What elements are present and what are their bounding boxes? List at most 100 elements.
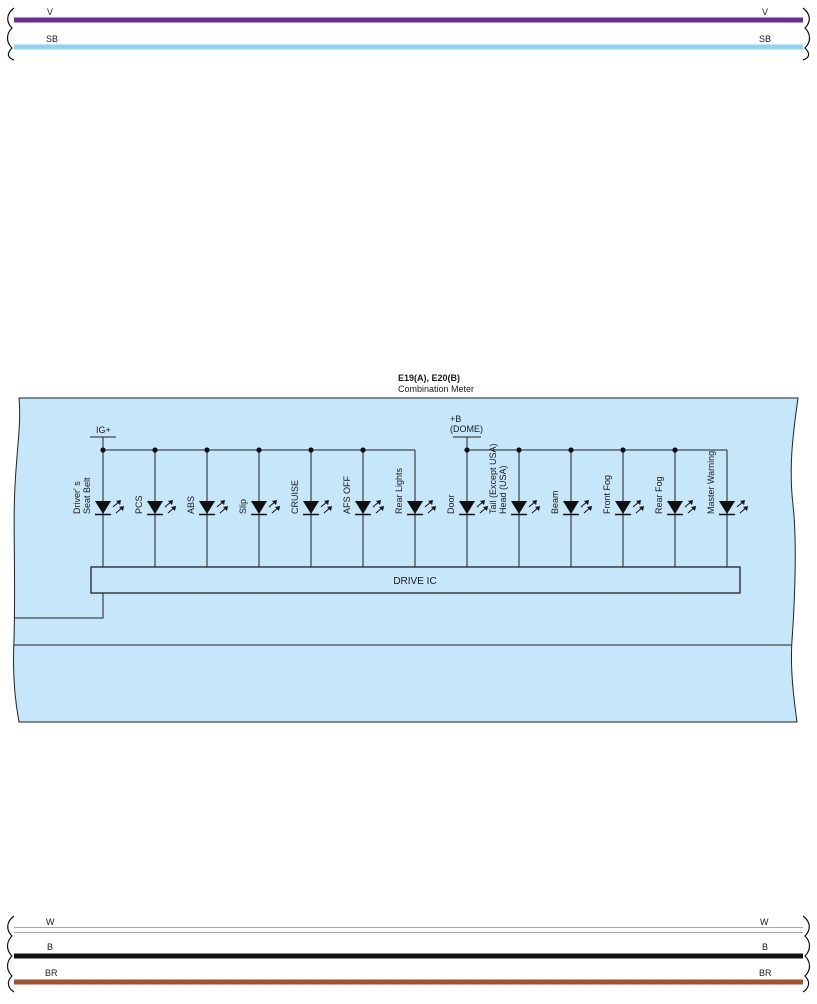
lamp-label: Driver' s [72,481,82,514]
light-ray-head [223,506,228,511]
led-icon [511,501,527,514]
junction-dot [464,447,470,453]
drive-ic-label: DRIVE IC [393,576,436,587]
drive-ic-box [90,566,741,594]
junction-dot [568,447,574,453]
wire-label-sb-right: SB [759,34,771,44]
light-ray-head [587,506,592,511]
light-ray-head [740,500,745,505]
ig-label: IG+ [96,425,111,435]
light-ray-head [636,500,641,505]
led-icon [563,501,579,514]
junction-dot [256,447,262,453]
light-ray-head [275,506,280,511]
light-ray-head [688,500,693,505]
wire-label-w-left: W [46,917,55,927]
ic-output-wire [14,593,104,619]
junction-dot [308,447,314,453]
lamp-branch: CRUISE [290,447,332,567]
junction-dot [204,447,210,453]
b-dome-label: (DOME) [450,424,483,434]
junction-dot [516,447,522,453]
lamp-branch: Tail (Except USA)Head (USA) [488,443,540,567]
lamp-branch: Slip [238,447,280,567]
lamp-branch: ABS [186,447,228,567]
light-ray-head [324,500,329,505]
lamp-branch: AFS OFF [342,447,384,567]
led-icon [615,501,631,514]
lamp-label: Beam [550,490,560,514]
lamp-label: PCS [134,495,144,514]
light-ray-head [743,506,748,511]
led-icon [407,501,423,514]
led-icon [667,501,683,514]
light-ray-head [691,506,696,511]
led-icon [355,501,371,514]
lamp-label: Rear Fog [654,476,664,514]
lamp-branch: Rear Fog [654,447,696,567]
wire-label-v-left: V [47,7,53,17]
light-ray-head [532,500,537,505]
lamp-label: Master Warning [706,451,716,514]
lamp-label: Rear Lights [394,467,404,514]
light-ray-head [535,506,540,511]
wire-label-b-right: B [762,942,768,952]
light-ray-head [272,500,277,505]
led-icon [719,501,735,514]
light-ray-head [483,506,488,511]
light-ray-head [116,500,121,505]
wire-label-v-right: V [762,7,768,17]
combination-meter-body [13,397,799,723]
light-ray-head [428,500,433,505]
lamp-branch: Front Fog [602,447,644,567]
led-icon [199,501,215,514]
lamp-branch: Beam [550,447,592,567]
wire-label-w-right: W [760,917,769,927]
junction-dot [672,447,678,453]
wire-label-sb-left: SB [46,34,58,44]
b-label: +B [450,414,461,424]
led-icon [303,501,319,514]
bottom-wire-group: W W B B BR BR [6,915,811,993]
lamp-label: Seat Belt [82,477,92,514]
lamp-label: Door [446,494,456,514]
harness-break-right-bottom [802,915,811,993]
harness-break-left-bottom [6,915,15,993]
harness-break-right-top [802,7,811,61]
junction-dot [360,447,366,453]
light-ray-head [327,506,332,511]
light-ray-head [639,506,644,511]
led-icon [95,501,111,514]
light-ray-head [171,506,176,511]
top-wire-group: V V SB SB [6,7,811,61]
wire-label-br-right: BR [759,968,772,978]
led-icon [147,501,163,514]
lamp-label: Tail (Except USA) [488,443,498,514]
lamp-branch: PCS [134,447,176,567]
light-ray-head [168,500,173,505]
wire-label-b-left: B [47,942,53,952]
light-ray-head [220,500,225,505]
lamp-label: CRUISE [290,480,300,514]
component-code: E19(A), E20(B) [398,373,460,383]
wire-label-br-left: BR [45,968,58,978]
light-ray-head [119,506,124,511]
light-ray-head [379,506,384,511]
led-icon [251,501,267,514]
light-ray-head [431,506,436,511]
component-name: Combination Meter [398,384,474,394]
lamp-label: Head (USA) [498,465,508,514]
junction-dot [100,447,106,453]
harness-break-left-top [6,7,15,61]
light-ray-head [584,500,589,505]
junction-dot [152,447,158,453]
led-icon [459,501,475,514]
lamp-label: Slip [238,499,248,514]
light-ray-head [480,500,485,505]
light-ray-head [376,500,381,505]
lamp-label: Front Fog [602,475,612,514]
junction-dot [620,447,626,453]
